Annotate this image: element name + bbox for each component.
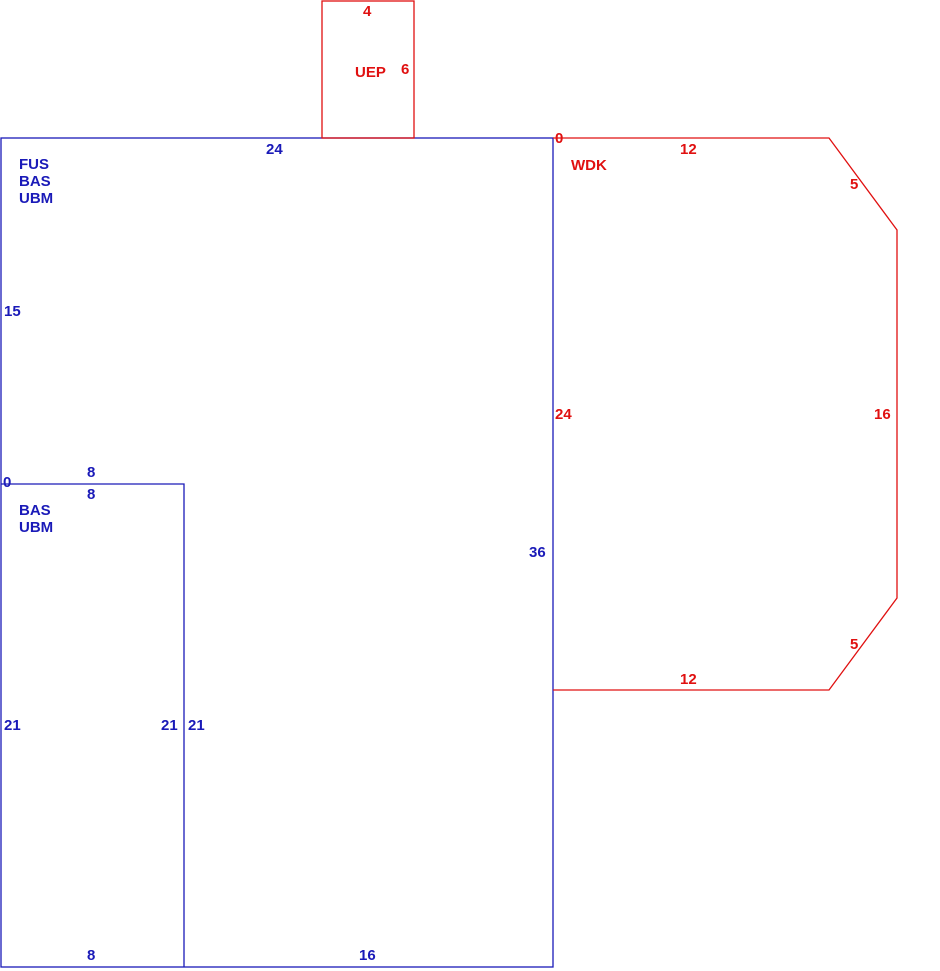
wdk-dim-corner: 0 (555, 130, 563, 147)
sub-dim-right-inner: 21 (161, 717, 178, 734)
main-dim-bottom-right: 16 (359, 947, 376, 964)
wdk-area-outline (553, 137, 898, 691)
sub-code-1: BAS (19, 502, 51, 519)
wdk-code: WDK (571, 157, 607, 174)
main-code-3: UBM (19, 190, 53, 207)
uep-dim-side: 6 (401, 61, 409, 78)
wdk-dim-upper-diag: 5 (850, 176, 858, 193)
sub-area-outline (1, 483, 185, 967)
uep-area-outline (321, 0, 415, 139)
main-code-1: FUS (19, 156, 49, 173)
main-dim-left-upper: 15 (4, 303, 21, 320)
wdk-dim-left: 24 (555, 406, 572, 423)
sub-dim-corner: 0 (3, 474, 11, 491)
sub-dim-top-inner: 8 (87, 486, 95, 503)
main-dim-right: 36 (529, 544, 546, 561)
wdk-dim-right: 16 (874, 406, 891, 423)
sub-dim-top-outer: 8 (87, 464, 95, 481)
uep-code: UEP (355, 64, 386, 81)
sub-dim-left: 21 (4, 717, 21, 734)
sub-dim-bottom: 8 (87, 947, 95, 964)
main-code-2: BAS (19, 173, 51, 190)
uep-dim-top: 4 (363, 3, 372, 20)
main-dim-top: 24 (266, 141, 283, 158)
sub-dim-right-outer: 21 (188, 717, 205, 734)
wdk-dim-bottom: 12 (680, 671, 697, 688)
wdk-dim-top: 12 (680, 141, 697, 158)
sub-code-2: UBM (19, 519, 53, 536)
main-area-outline (0, 137, 554, 968)
wdk-dim-lower-diag: 5 (850, 636, 858, 653)
